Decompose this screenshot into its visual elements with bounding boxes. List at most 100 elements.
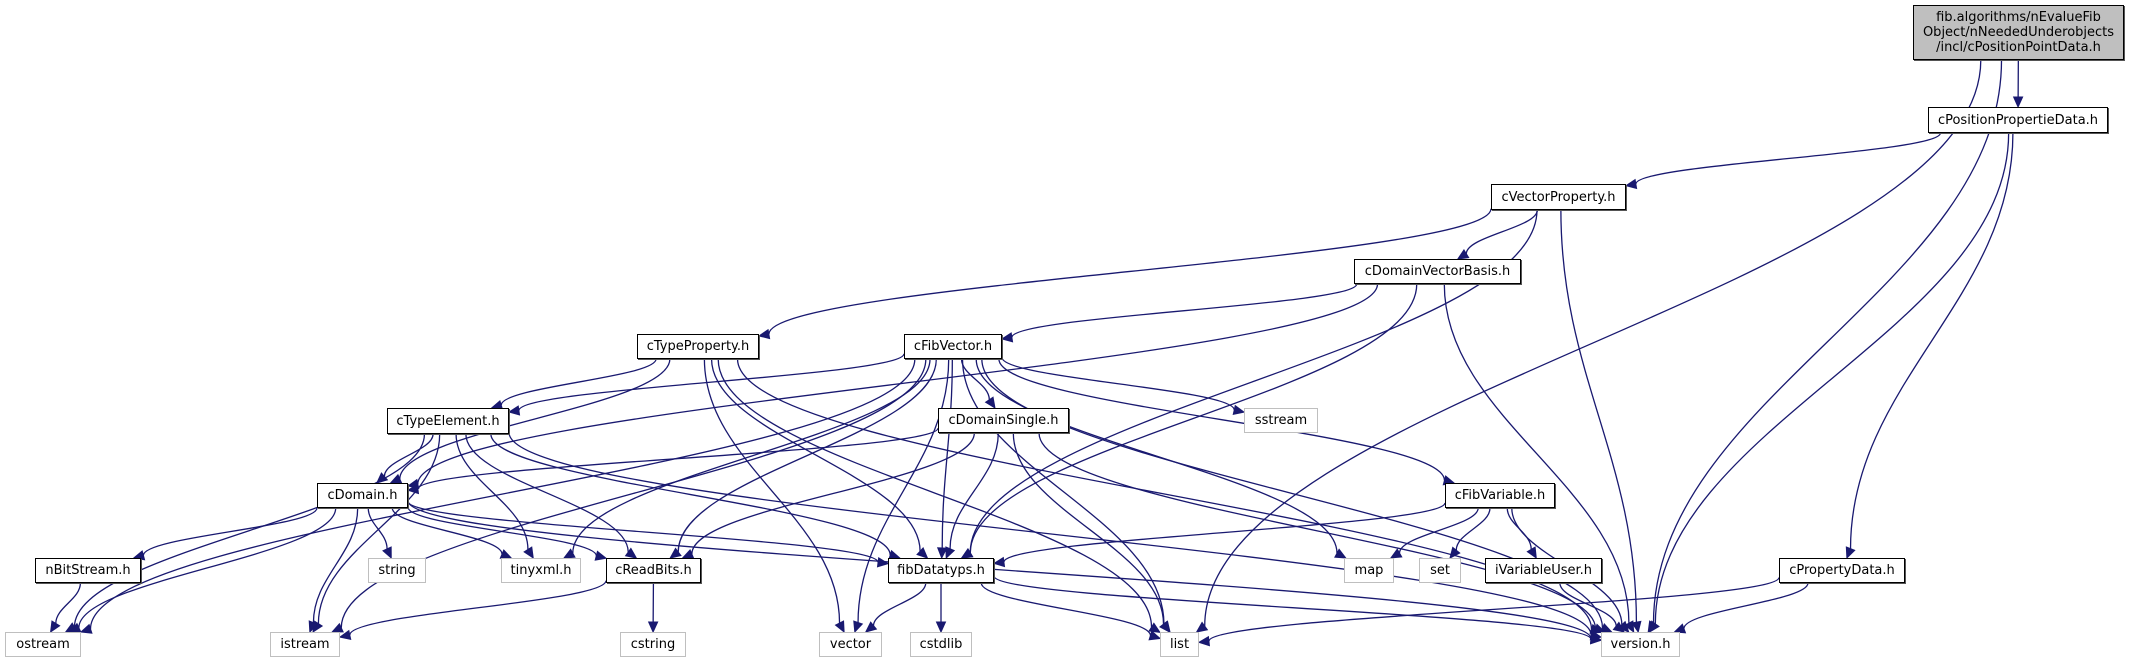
arrowhead-icon xyxy=(1624,620,1635,634)
arrowhead-icon xyxy=(1631,620,1642,634)
node-label: cPositionPropertieData.h xyxy=(1937,112,2099,128)
edge-fibDatatyps-to-vector xyxy=(872,582,927,626)
node-cTypeProperty[interactable]: cTypeProperty.h xyxy=(637,334,759,359)
arrowhead-icon xyxy=(1159,620,1171,633)
arrowhead-icon xyxy=(960,548,974,559)
edge-cDomainVectorBasis-to-version xyxy=(1443,283,1630,624)
node-iVariableUser[interactable]: iVariableUser.h xyxy=(1485,558,1602,583)
edge-cFibVector-to-tinyxml xyxy=(572,358,931,554)
node-set: set xyxy=(1419,558,1461,583)
edge-cFibVector-to-cFibVariable xyxy=(998,358,1446,481)
edge-cDomain-to-string xyxy=(367,507,388,549)
arrowhead-icon xyxy=(1449,546,1461,559)
edge-cDomain-to-istream xyxy=(312,507,359,623)
edge-cDomainVectorBasis-to-cFibVector xyxy=(1011,283,1358,338)
node-cTypeElement[interactable]: cTypeElement.h xyxy=(387,408,509,434)
edge-cFibVector-to-fibDatatyps xyxy=(941,358,953,549)
node-cstring: cstring xyxy=(620,632,686,657)
edge-cFibVariable-to-fibDatatyps xyxy=(1003,502,1446,563)
node-root[interactable]: fib.algorithms/nEvalueFib Object/nNeeded… xyxy=(1913,5,2124,60)
node-nBitStream[interactable]: nBitStream.h xyxy=(35,558,141,583)
node-label: cTypeElement.h xyxy=(396,413,500,429)
edge-cPropertyData-to-version xyxy=(1683,582,1809,629)
edge-cFibVector-to-list xyxy=(961,358,1165,625)
node-label: cFibVector.h xyxy=(913,339,993,354)
arrowhead-icon xyxy=(1590,633,1603,645)
edge-cTypeElement-to-tinyxml xyxy=(455,433,529,550)
node-cFibVector[interactable]: cFibVector.h xyxy=(904,334,1002,359)
edge-cDomainSingle-to-cReadBits xyxy=(691,432,975,555)
edge-cReadBits-to-istream xyxy=(349,580,607,636)
node-label: cstring xyxy=(630,637,676,652)
arrowhead-icon xyxy=(945,546,956,560)
node-map: map xyxy=(1344,558,1394,583)
node-label: cVectorProperty.h xyxy=(1501,189,1616,205)
arrowhead-icon xyxy=(406,483,420,495)
edge-cPositionPropertieData-to-cVectorProperty xyxy=(1635,132,1942,185)
edge-cVectorProperty-to-cDomainVectorBasis xyxy=(1465,209,1539,254)
edge-cDomainSingle-to-fibDatatyps xyxy=(949,432,999,549)
node-label: iVariableUser.h xyxy=(1494,563,1593,578)
node-label: nBitStream.h xyxy=(45,563,131,578)
node-label: list xyxy=(1169,637,1190,652)
arrowhead-icon xyxy=(647,621,659,634)
node-label: map xyxy=(1354,563,1384,578)
edge-cTypeProperty-to-list xyxy=(717,358,1153,628)
edge-cDomainSingle-to-version xyxy=(1038,432,1597,629)
node-label: version.h xyxy=(1610,637,1671,652)
arrowhead-icon xyxy=(1148,630,1162,641)
arrowhead-icon xyxy=(834,620,845,634)
arrowhead-icon xyxy=(935,621,947,634)
arrowhead-icon xyxy=(1617,620,1630,633)
edge-cDomain-to-nBitStream xyxy=(142,507,318,556)
node-cPropertyData[interactable]: cPropertyData.h xyxy=(1779,558,1905,583)
arrowhead-icon xyxy=(1526,546,1537,560)
arrowhead-icon xyxy=(1148,622,1162,634)
edge-iVariableUser-to-version xyxy=(1559,582,1617,627)
node-cReadBits[interactable]: cReadBits.h xyxy=(606,558,701,583)
node-cDomainVectorBasis[interactable]: cDomainVectorBasis.h xyxy=(1354,259,1521,284)
node-string: string xyxy=(368,558,426,583)
node-list: list xyxy=(1160,632,1199,657)
edge-cFibVariable-to-set xyxy=(1455,507,1491,551)
node-label: fibDatatyps.h xyxy=(897,563,985,578)
arrowhead-icon xyxy=(1197,635,1211,647)
arrowhead-icon xyxy=(1456,249,1470,260)
edge-cPropertyData-to-list xyxy=(1208,576,1780,642)
node-label: cstdlib xyxy=(919,637,963,652)
arrowhead-icon xyxy=(992,556,1006,568)
edge-cFibVector-to-cReadBits xyxy=(677,358,937,553)
edge-cFibVector-to-cTypeElement xyxy=(518,353,905,412)
edge-cTypeElement-to-cReadBits xyxy=(465,433,629,553)
node-label: tinyxml.h xyxy=(510,563,572,578)
node-tinyxml: tinyxml.h xyxy=(501,558,581,583)
arrowhead-icon xyxy=(562,548,576,559)
edge-cFibVector-to-version xyxy=(981,358,1604,629)
node-fibDatatyps[interactable]: fibDatatyps.h xyxy=(888,558,994,583)
arrowhead-icon xyxy=(1673,623,1687,634)
arrowhead-icon xyxy=(308,620,319,634)
node-cVectorProperty[interactable]: cVectorProperty.h xyxy=(1491,184,1626,210)
node-cPositionPropertieData[interactable]: cPositionPropertieData.h xyxy=(1928,107,2108,133)
node-label: cReadBits.h xyxy=(615,563,692,578)
edge-cFibVariable-to-map xyxy=(1398,507,1479,554)
edge-cVectorProperty-to-version xyxy=(1560,209,1638,623)
node-label: istream xyxy=(280,637,330,652)
node-vector: vector xyxy=(819,632,882,657)
arrowhead-icon xyxy=(757,328,771,340)
arrowhead-icon xyxy=(1000,332,1014,343)
arrowhead-icon xyxy=(331,622,344,633)
edge-cDomainVectorBasis-to-cDomain xyxy=(417,283,1379,484)
node-label: cFibVariable.h xyxy=(1454,488,1546,503)
node-cDomainSingle[interactable]: cDomainSingle.h xyxy=(938,408,1069,433)
node-cDomain[interactable]: cDomain.h xyxy=(317,483,408,508)
node-cFibVariable[interactable]: cFibVariable.h xyxy=(1445,483,1555,508)
edge-cTypeProperty-to-fibDatatyps xyxy=(710,358,921,552)
arrowhead-icon xyxy=(523,546,534,560)
edge-cVectorProperty-to-cTypeProperty xyxy=(768,208,1492,335)
edge-cDomainSingle-to-list xyxy=(1012,432,1165,625)
edge-cPositionPropertieData-to-cPropertyData xyxy=(1849,132,2014,549)
edge-cTypeProperty-to-cDomain xyxy=(399,358,671,479)
edge-cDomain-to-version xyxy=(407,500,1592,639)
